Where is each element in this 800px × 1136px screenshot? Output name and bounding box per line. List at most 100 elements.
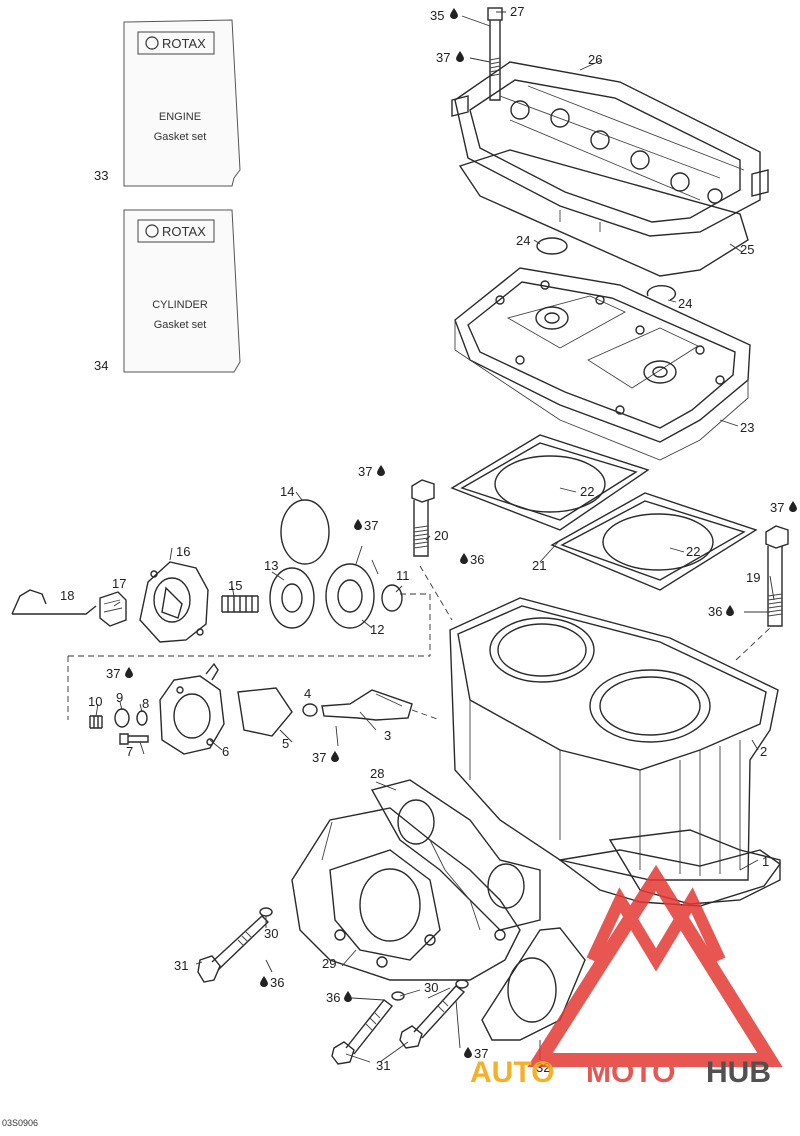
gasket-set-title: CYLINDER [152, 299, 208, 311]
part-number-33: 33 [94, 168, 108, 183]
cylinder-block-2 [449, 597, 781, 905]
part-label: 20 [434, 528, 448, 543]
oil-drop-icon [377, 465, 385, 476]
part-label: 25 [740, 242, 754, 257]
gasket-5 [237, 687, 293, 737]
oil-drop-icon [125, 667, 133, 678]
part-label: 37 [358, 464, 372, 479]
part-label: 37 [474, 1046, 488, 1061]
part-label: 18 [60, 588, 74, 603]
screw-7 [119, 733, 149, 745]
part-label: 28 [370, 766, 384, 781]
washer-8 [136, 710, 148, 726]
part-number-34: 34 [94, 358, 108, 373]
pump-housing-16 [139, 561, 209, 643]
seal-13 [269, 567, 315, 629]
pump-cover-6 [159, 662, 225, 755]
rotax-logo-icon [145, 36, 159, 50]
part-label: 14 [280, 484, 294, 499]
watermark-triangle-icon [527, 864, 783, 1067]
exhaust-manifold-29 [291, 807, 521, 981]
part-label: 23 [740, 420, 754, 435]
o-ring-4 [302, 703, 318, 717]
oil-drop-icon [726, 605, 734, 616]
cylinder-gasket-set-package: ROTAX CYLINDER Gasket set 34 [94, 209, 241, 373]
part-label: 10 [88, 694, 102, 709]
part-label: 5 [282, 736, 289, 751]
watermark-text-hub: HUB [706, 1056, 771, 1089]
watermark-m-icon [586, 887, 726, 972]
part-label: 22 [686, 544, 700, 559]
part-label: 17 [112, 576, 126, 591]
part-label: 26 [588, 52, 602, 67]
head-gasket-22 [550, 492, 758, 591]
part-label: 19 [746, 570, 760, 585]
washer-30c [455, 979, 469, 989]
washer-9 [114, 708, 130, 728]
part-label: 15 [228, 578, 242, 593]
part-label: 37 [106, 666, 120, 681]
engine-gasket-set-package: ROTAX ENGINE Gasket set 33 [94, 19, 241, 187]
gasket-set-subtitle: Gasket set [154, 319, 207, 331]
part-label: 11 [396, 568, 410, 583]
bolt-31b [331, 999, 393, 1065]
bolt-20 [411, 479, 435, 557]
washer-30b [391, 991, 405, 1001]
watermark-text-auto: AUTO [470, 1056, 554, 1089]
o-ring-24b [646, 285, 677, 301]
part-label: 9 [116, 690, 123, 705]
part-label: 24 [516, 233, 530, 248]
o-ring-24a [536, 237, 568, 255]
bolt-19 [765, 525, 789, 627]
part-label: 36 [470, 552, 484, 567]
o-ring-11 [381, 584, 403, 612]
spring-15 [221, 595, 259, 613]
alignment-line [735, 627, 771, 661]
bolt-31a [197, 915, 270, 983]
oil-drop-icon [789, 501, 797, 512]
cover-gasket-25 [458, 149, 749, 277]
washer-30a [259, 907, 273, 917]
part-label: 4 [304, 686, 311, 701]
exhaust-gasket-32 [481, 927, 586, 1041]
part-label: 36 [270, 975, 284, 990]
head-gasket-21 [450, 434, 650, 531]
part-label: 29 [322, 956, 336, 971]
alignment-line [411, 709, 441, 721]
part-label: 16 [176, 544, 190, 559]
seat-12 [325, 563, 375, 629]
gasket-set-title: ENGINE [159, 111, 201, 123]
part-label: 12 [370, 622, 384, 637]
part-label: 36 [708, 604, 722, 619]
oil-drop-icon [344, 991, 352, 1002]
rotax-logo-icon [145, 224, 159, 238]
leader-lines [95, 11, 775, 1063]
part-label: 31 [174, 958, 188, 973]
bolt-31c [399, 985, 466, 1049]
o-ring-14 [280, 499, 330, 565]
impeller-17 [99, 591, 127, 627]
oil-drop-icon [354, 519, 362, 530]
part-label: 37 [312, 750, 326, 765]
gasket-set-brand: ROTAX [162, 224, 206, 239]
part-label: 37 [770, 500, 784, 515]
part-label: 7 [126, 744, 133, 759]
watermark-text-moto: MOTO [586, 1056, 675, 1089]
part-label: 30 [424, 980, 438, 995]
part-label: 24 [678, 296, 692, 311]
oil-drop-icon [460, 553, 468, 564]
part-label: 35 [430, 8, 444, 23]
gasket-set-brand: ROTAX [162, 36, 206, 51]
pump-shaft-3 [321, 689, 413, 721]
spring-clip-18 [11, 589, 97, 615]
part-label: 30 [264, 926, 278, 941]
part-label: 22 [580, 484, 594, 499]
part-label: 21 [532, 558, 546, 573]
part-label: 1 [762, 854, 769, 869]
oil-drop-icon [260, 976, 268, 987]
cylinder-head-cover-26 [451, 61, 769, 237]
alignment-line [67, 594, 431, 720]
oil-drop-icon [331, 751, 339, 762]
